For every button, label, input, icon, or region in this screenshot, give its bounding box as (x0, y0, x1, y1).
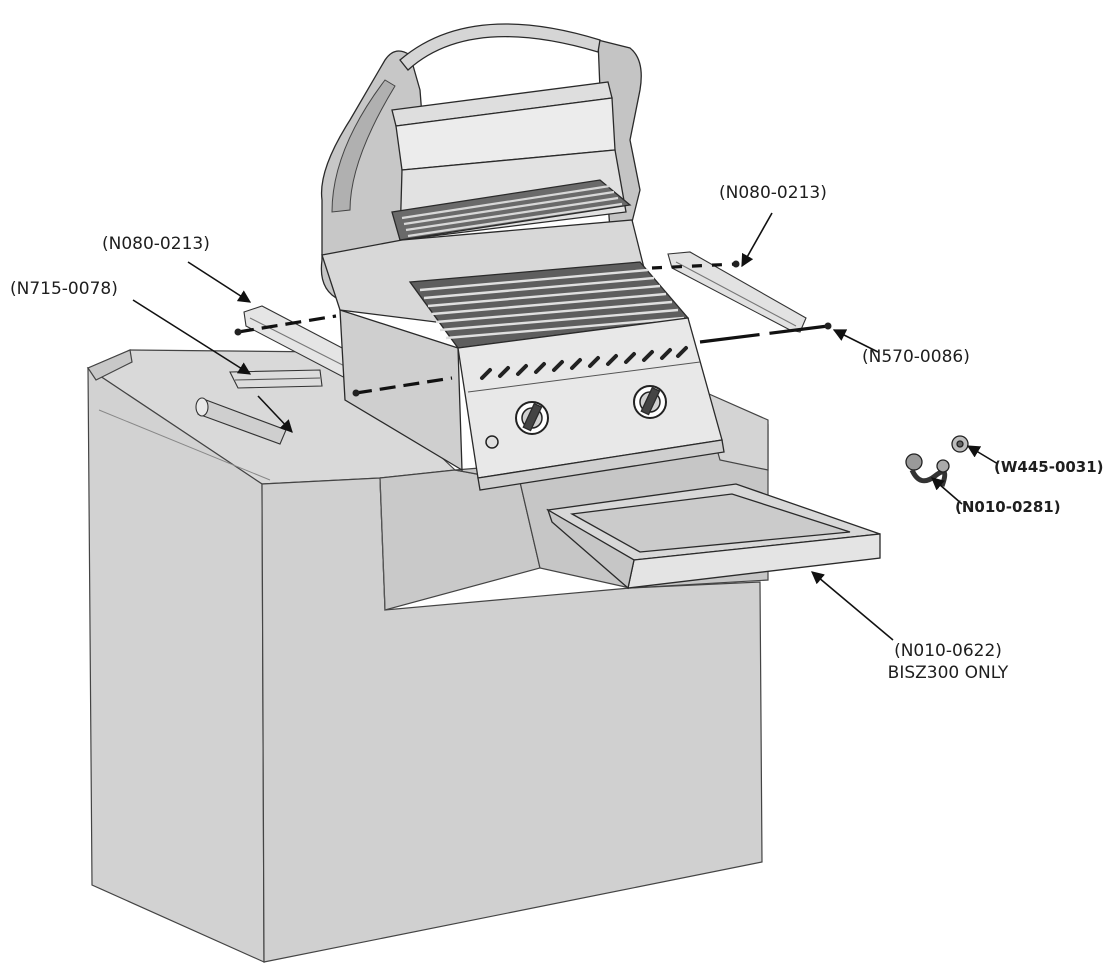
callout-drip-tray: (N010-0622) BISZ300 ONLY (858, 640, 1038, 684)
callout-side-shelf-bracket-left: (N080-0213) (102, 234, 210, 254)
hose-fitting-part (905, 453, 950, 487)
callout-side-shelf-bracket-right: (N080-0213) (719, 183, 827, 203)
grill-head (320, 23, 725, 491)
callout-knob-nut: (W445-0031) (994, 458, 1103, 476)
control-knob-right (633, 385, 667, 419)
island-backsplash (87, 349, 133, 381)
knob-nut-part (951, 435, 969, 453)
drip-tray-part-number: (N010-0622) (894, 641, 1002, 661)
lid-handle (399, 23, 601, 71)
leader-drip-tray (811, 571, 894, 641)
bolt-left-upper (234, 328, 242, 336)
bolt-left-lower (352, 389, 360, 397)
bolt-right-lower (824, 322, 832, 330)
fastener-alignment-lines (237, 262, 829, 395)
warming-rack (391, 179, 632, 241)
leader-hose-fitting (931, 477, 963, 505)
right-side-shelf-bracket (667, 251, 807, 333)
leader-bracket-left (187, 261, 252, 303)
firebox-left-side (339, 309, 463, 472)
leader-bolt (832, 329, 879, 353)
igniter-button (485, 435, 499, 449)
bolts (234, 260, 832, 397)
callout-grill-support-bracket: (N715-0078) (10, 279, 118, 299)
leader-lines (132, 212, 999, 641)
leader-knob-nut (966, 445, 999, 465)
drip-tray (546, 483, 881, 590)
leader-bracket-right (741, 212, 773, 268)
control-knob-left (515, 401, 549, 435)
gas-cylinder-part (195, 397, 287, 445)
drip-tray-note: BISZ300 ONLY (887, 663, 1009, 684)
callout-hose-fitting: (N010-0281) (955, 498, 1061, 516)
callout-bolt: (N570-0086) (862, 347, 970, 367)
bolt-right-upper (732, 260, 740, 268)
leader-support-bracket-2 (257, 395, 293, 433)
leader-support-bracket (132, 299, 252, 375)
grill-support-bracket (229, 369, 323, 389)
front-vents (480, 346, 688, 380)
island-step-face (379, 469, 541, 611)
